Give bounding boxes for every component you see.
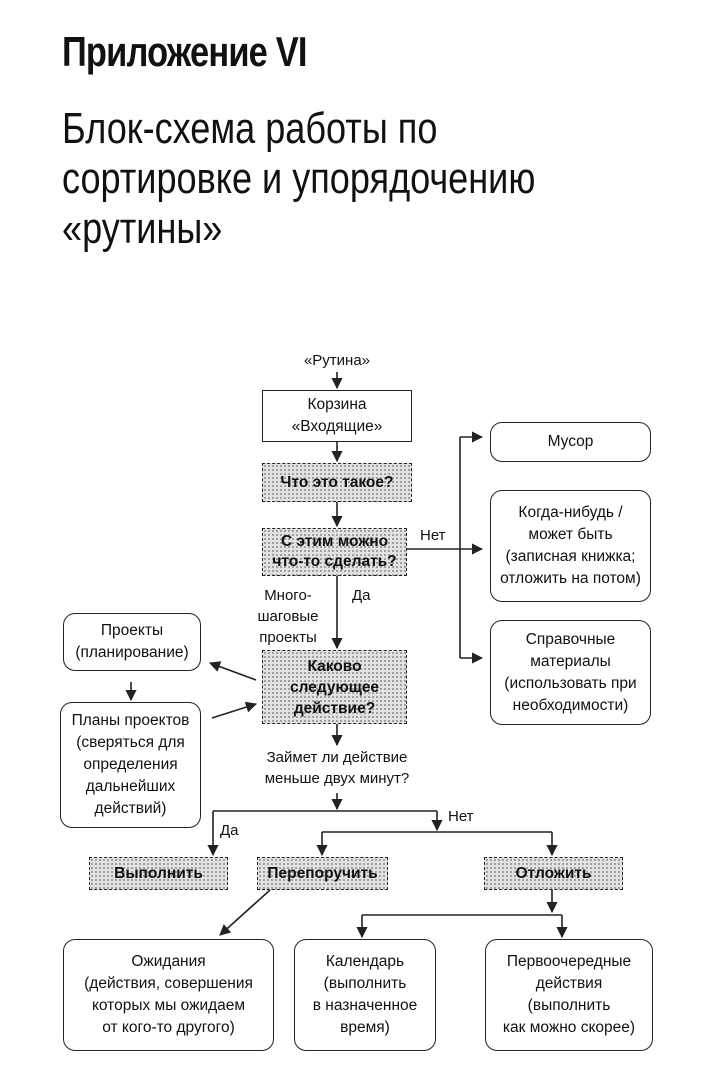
delegate-text: Перепоручить — [267, 864, 378, 882]
node-defer: Отложить — [484, 857, 623, 890]
trash-text: Мусор — [547, 433, 594, 450]
projects-line-1: Проекты — [100, 622, 164, 639]
two-minutes-line-1: Займет ли действие — [266, 749, 408, 766]
page-subtitle: Блок-схема работы по сортировке и упоряд… — [62, 104, 685, 254]
node-next-action: Каково следующее действие? — [262, 650, 407, 724]
subtitle-line-2: сортировке и упорядочению — [62, 154, 536, 203]
defer-text: Отложить — [515, 864, 592, 882]
edge-label-yes-two-min: Да — [220, 822, 239, 839]
multistep-line-2: шаговые — [257, 608, 319, 625]
waiting-line-4: от кого-то другого) — [102, 1019, 235, 1036]
edge-label-no-actionable: Нет — [420, 527, 446, 544]
what-is-it-text: Что это такое? — [280, 473, 394, 491]
node-project-plans: Планы проектов (сверяться для определени… — [60, 702, 201, 828]
node-reference: Справочные материалы (использовать при н… — [490, 620, 651, 725]
question-two-minutes: Займет ли действие меньше двух минут? — [237, 747, 437, 789]
next-actions-line-3: (выполнить — [527, 997, 611, 1014]
arrow-plans-next — [211, 701, 258, 719]
node-waiting: Ожидания (действия, совершения которых м… — [63, 939, 274, 1051]
subtitle-line-3: «рутины» — [62, 204, 223, 253]
arrow-delegate-waiting — [219, 889, 271, 936]
node-do-it: Выполнить — [89, 857, 228, 890]
actionable-line-2: что-то сделать? — [272, 553, 397, 570]
node-someday: Когда-нибудь / может быть (записная книж… — [490, 490, 651, 602]
project-plans-line-2: (сверяться для — [76, 734, 185, 751]
arrow-next-projects — [208, 661, 257, 681]
someday-line-3: (записная книжка; — [505, 548, 636, 565]
node-delegate: Перепоручить — [257, 857, 388, 890]
node-projects: Проекты (планирование) — [63, 613, 201, 671]
two-minutes-line-2: меньше двух минут? — [264, 770, 410, 787]
next-actions-line-1: Первоочередные — [506, 953, 632, 970]
actionable-line-1: С этим можно — [280, 533, 389, 550]
project-plans-line-5: действий) — [94, 800, 167, 817]
multistep-line-1: Много- — [264, 587, 312, 604]
node-actionable: С этим можно что-то сделать? — [262, 528, 407, 576]
someday-line-4: отложить на потом) — [500, 570, 641, 587]
edge-label-multistep: Много- шаговые проекты — [250, 585, 326, 648]
next-action-line-2: следующее — [289, 678, 380, 696]
multistep-line-3: проекты — [259, 629, 317, 646]
inbox-line-2: «Входящие» — [291, 418, 383, 435]
reference-line-3: (использовать при — [504, 674, 637, 692]
edge-label-no-two-min: Нет — [448, 808, 474, 825]
project-plans-line-1: Планы проектов — [71, 712, 190, 729]
waiting-line-2: (действия, совершения — [84, 975, 253, 992]
calendar-line-1: Календарь — [325, 953, 405, 970]
node-calendar: Календарь (выполнить в назначенное время… — [294, 939, 436, 1051]
next-actions-line-4: как можно скорее) — [502, 1019, 636, 1036]
waiting-line-3: которых мы ожидаем — [91, 997, 246, 1014]
inbox-line-1: Корзина — [307, 396, 367, 413]
someday-line-1: Когда-нибудь / — [518, 504, 623, 521]
someday-line-2: может быть — [528, 526, 613, 543]
next-action-line-1: Каково — [307, 657, 362, 675]
node-routine: «Рутина» — [303, 352, 371, 369]
calendar-line-4: время) — [340, 1019, 390, 1036]
reference-line-4: необходимости) — [512, 696, 629, 714]
node-what-is-it: Что это такое? — [262, 463, 412, 502]
project-plans-line-4: дальнейших — [85, 778, 176, 795]
next-actions-line-2: действия — [535, 975, 603, 992]
node-inbox: Корзина «Входящие» — [262, 390, 412, 442]
reference-line-1: Справочные — [525, 630, 616, 648]
node-next-actions-list: Первоочередные действия (выполнить как м… — [485, 939, 653, 1051]
next-action-line-3: действие? — [293, 699, 376, 717]
page-title: Приложение VI — [62, 28, 307, 75]
waiting-line-1: Ожидания — [131, 953, 206, 970]
project-plans-line-3: определения — [83, 756, 178, 773]
reference-line-2: материалы — [530, 652, 611, 670]
edge-label-yes-actionable: Да — [352, 587, 371, 604]
calendar-line-2: (выполнить — [323, 975, 407, 992]
node-trash: Мусор — [490, 422, 651, 462]
do-it-text: Выполнить — [114, 864, 203, 882]
projects-line-2: (планирование) — [75, 644, 189, 661]
calendar-line-3: в назначенное — [312, 997, 418, 1014]
subtitle-line-1: Блок-схема работы по — [62, 104, 438, 153]
